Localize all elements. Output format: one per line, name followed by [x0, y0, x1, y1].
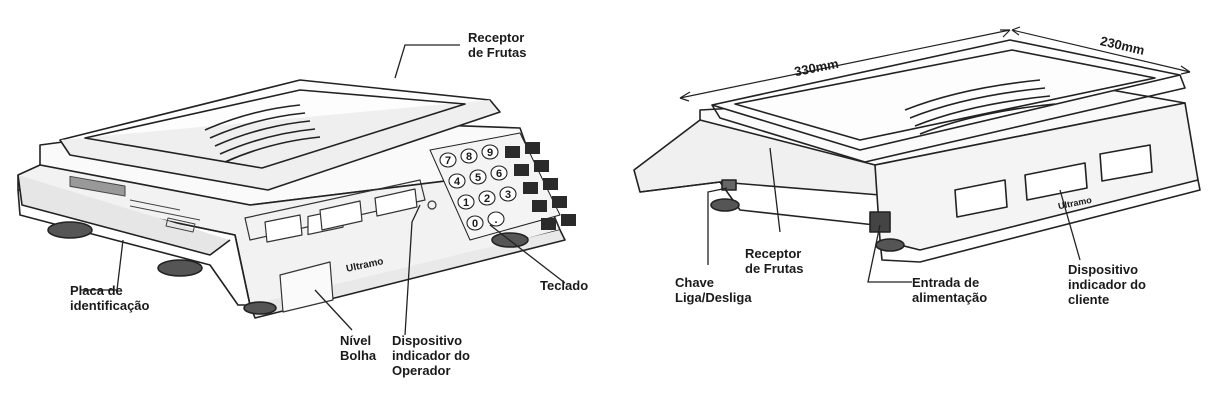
placa-identificacao-plate: [69, 175, 201, 233]
left-leader-lines: [80, 44, 566, 336]
label-placa-identificacao: Placa de identificação: [70, 283, 150, 313]
power-inlet: [869, 211, 891, 233]
label-teclado: Teclado: [540, 278, 589, 293]
leader-teclado: [489, 224, 566, 284]
label-chave-liga-desliga: Chave Liga/Desliga: [675, 275, 752, 305]
keypad-key-label: 7: [445, 155, 451, 167]
keypad-key-label: 4: [454, 176, 461, 188]
left-feet: [47, 221, 529, 315]
keypad-key-6: [490, 165, 508, 181]
keypad-function-key: [543, 178, 558, 190]
label-dispositivo-cliente: Dispositivo indicador do cliente: [1068, 262, 1146, 307]
right-tray: [711, 39, 1186, 163]
label-receptor-frutas-left: Receptor de Frutas: [468, 30, 527, 60]
leader-entrada: [867, 224, 912, 283]
keypad-key-label: 8: [466, 151, 472, 163]
keypad-key-label: 0: [472, 218, 478, 230]
leader-receptor-left: [394, 44, 460, 79]
keypad-key-.: [487, 211, 505, 227]
keypad-key-9: [481, 144, 499, 160]
dimension-lines: [679, 26, 1191, 102]
keypad-key-label: 2: [484, 193, 490, 205]
keypad-function-key: [561, 214, 576, 226]
keypad-key-5: [469, 169, 487, 185]
right-scale-drawing: [633, 39, 1201, 263]
right-feet: [710, 198, 905, 252]
left-tray: [59, 79, 501, 191]
keypad-key-label: 3: [505, 189, 511, 201]
keypad-function-key: [505, 146, 520, 158]
keypad-key-2: [478, 190, 496, 206]
leader-operador: [404, 204, 421, 336]
keypad-function-key: [523, 182, 538, 194]
keypad-key-8: [460, 148, 478, 164]
keypad-function-key: [525, 142, 540, 154]
keypad-key-3: [499, 186, 517, 202]
label-receptor-frutas-right: Receptor de Frutas: [745, 246, 804, 276]
leader-receptor-right: [769, 147, 781, 233]
keypad-function-key: [534, 160, 549, 172]
right-leader-lines: [707, 147, 1081, 283]
keypad-key-label: 6: [496, 168, 502, 180]
keypad-function-key: [552, 196, 567, 208]
label-entrada-alimentacao: Entrada de alimentação: [912, 275, 988, 305]
keypad-key-label: 1: [463, 197, 469, 209]
keypad-key-label: .: [494, 214, 497, 226]
keypad-key-4: [448, 173, 466, 189]
leader-chave: [707, 187, 728, 265]
leader-nivel: [314, 289, 353, 331]
left-scale-drawing: [17, 79, 566, 319]
keypad-key-label: 5: [475, 172, 481, 184]
label-dispositivo-operador: Dispositivo indicador do Operador: [392, 333, 470, 378]
keypad-keys: 7 8 9 4 5 6 1 2 3 0.: [439, 142, 576, 231]
keypad-function-key: [532, 200, 547, 212]
operator-display-panel: [244, 179, 437, 313]
keypad-key-1: [457, 194, 475, 210]
keypad-key-7: [439, 152, 457, 168]
keypad-key-0: [466, 215, 484, 231]
label-nivel-bolha: Nível Bolha: [340, 333, 377, 363]
keypad-function-key: [514, 164, 529, 176]
keypad-key-label: 9: [487, 147, 493, 159]
keypad-function-key: [541, 218, 556, 230]
power-switch: [721, 179, 737, 191]
leader-placa: [80, 239, 124, 291]
leader-cliente: [1059, 189, 1081, 261]
